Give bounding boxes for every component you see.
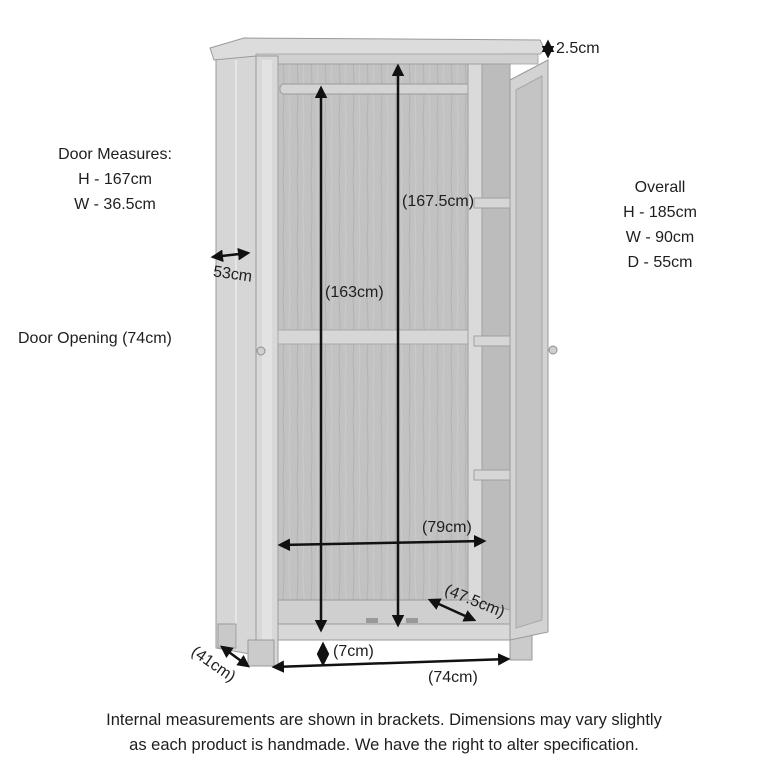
dim-internal-height-full: (167.5cm) (402, 193, 475, 210)
dim-cornice: 2.5cm (556, 40, 600, 57)
dim-side-depth: 53cm (212, 263, 254, 286)
door-measures-height: H - 167cm (78, 171, 152, 188)
wardrobe-left-door-open (255, 55, 279, 667)
overall-title: Overall (634, 179, 686, 196)
footnote: Internal measurements are shown in brack… (0, 708, 768, 758)
wardrobe-right-door-open (473, 59, 558, 641)
wardrobe-legs (247, 633, 533, 667)
door-measures: Door Measures: H - 167cm W - 36.5cm (30, 142, 200, 217)
wardrobe-side-panel (215, 49, 257, 656)
footnote-line-1: Internal measurements are shown in brack… (106, 711, 662, 729)
wardrobe-interior (277, 63, 511, 641)
door-opening-label: Door Opening (74cm) (18, 330, 172, 347)
dim-internal-width: (79cm) (422, 519, 472, 536)
dim-internal-height-rail: (163cm) (325, 284, 384, 301)
door-measures-title: Door Measures: (58, 146, 172, 163)
dim-plinth-height: (7cm) (333, 643, 374, 660)
overall-dimensions: Overall H - 185cm W - 90cm D - 55cm (600, 175, 720, 275)
door-measures-width: W - 36.5cm (74, 196, 156, 213)
footnote-line-2: as each product is handmade. We have the… (129, 736, 639, 754)
dimension-arrows (210, 39, 555, 673)
overall-width: W - 90cm (625, 229, 695, 246)
dim-base-width: (74cm) (428, 669, 478, 686)
overall-depth: D - 55cm (627, 254, 693, 271)
overall-height: H - 185cm (623, 204, 697, 221)
